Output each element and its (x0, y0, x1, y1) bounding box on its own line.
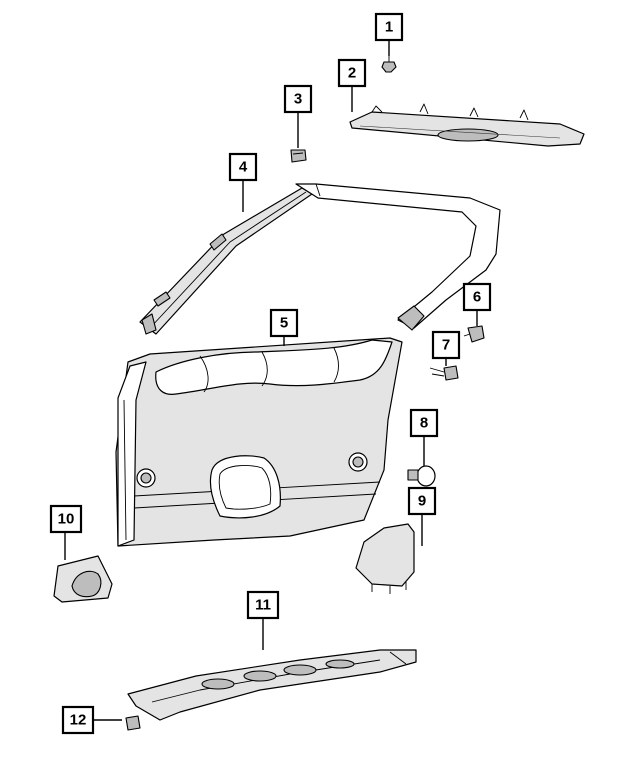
callout-10: 10 (49, 504, 83, 534)
part-9-access-cover (355, 523, 415, 594)
part-7-screw (429, 365, 459, 381)
part-12-clip (125, 715, 141, 731)
part-11-sill-trim (127, 649, 417, 721)
callout-9-label: 9 (418, 493, 426, 510)
callout-11: 11 (246, 590, 280, 620)
callout-3: 3 (283, 84, 313, 114)
callout-6: 6 (462, 282, 492, 312)
part-5-liftgate-panel (115, 183, 501, 547)
callout-6-label: 6 (473, 289, 481, 306)
part-3-retainer (290, 149, 307, 163)
callout-8: 8 (409, 408, 439, 438)
part-2-header-trim (349, 103, 585, 147)
callout-11-label: 11 (255, 597, 271, 614)
callout-10-label: 10 (58, 511, 75, 528)
callout-7: 7 (431, 330, 461, 360)
callout-12-label: 12 (70, 712, 87, 729)
callout-2: 2 (337, 58, 367, 88)
callout-4: 4 (228, 152, 258, 182)
part-4-pillar-trim (139, 187, 313, 335)
part-1-clip (381, 56, 397, 73)
callout-7-label: 7 (442, 337, 450, 354)
callout-9: 9 (407, 486, 437, 516)
callout-4-label: 4 (239, 159, 248, 176)
callout-5-label: 5 (280, 315, 288, 332)
callout-12: 12 (61, 705, 95, 735)
part-6-bolt (463, 325, 485, 343)
callout-1: 1 (374, 12, 404, 42)
callout-2-label: 2 (348, 65, 356, 82)
callout-8-label: 8 (420, 415, 428, 432)
callout-1-label: 1 (385, 19, 393, 36)
callout-3-label: 3 (294, 91, 302, 108)
part-10-bezel (53, 555, 113, 603)
callout-5: 5 (269, 308, 299, 338)
part-8-push-pin (407, 465, 436, 487)
